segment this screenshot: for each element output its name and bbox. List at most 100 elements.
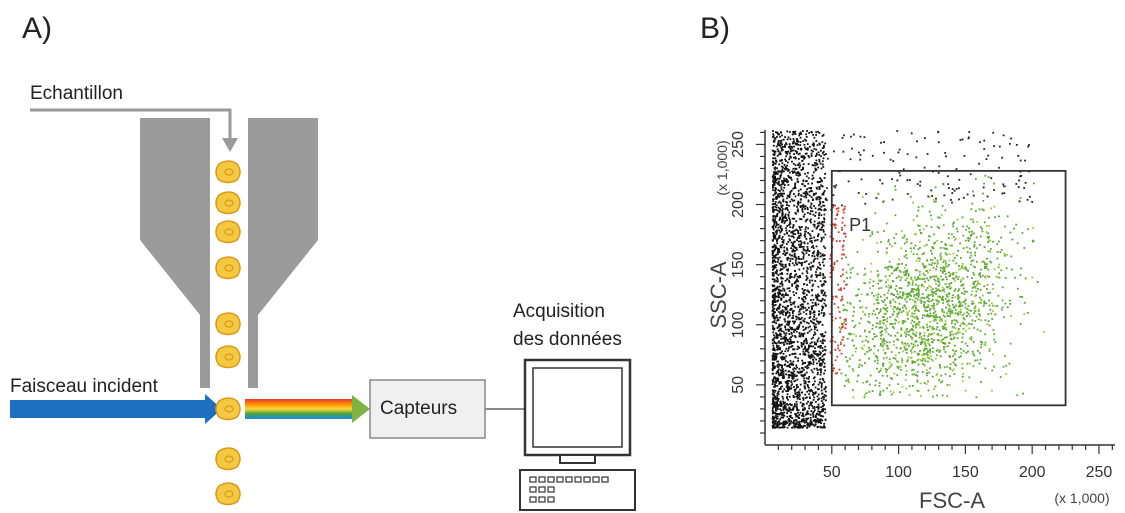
data-point — [799, 423, 801, 426]
data-point — [858, 151, 860, 154]
data-point — [936, 288, 939, 291]
data-point — [775, 224, 778, 226]
data-point — [903, 255, 906, 258]
data-point — [783, 288, 786, 291]
data-point — [993, 313, 996, 316]
data-point — [791, 172, 794, 174]
data-point — [887, 268, 890, 271]
data-point — [921, 338, 923, 340]
data-point — [890, 351, 893, 353]
data-point — [906, 292, 908, 295]
data-point — [779, 140, 782, 142]
data-point — [930, 264, 933, 266]
data-point — [820, 180, 822, 183]
data-point — [789, 407, 791, 410]
data-point — [895, 277, 898, 279]
data-point — [802, 215, 805, 218]
data-point — [930, 326, 933, 329]
data-point — [873, 345, 876, 347]
data-point — [896, 315, 899, 318]
data-point — [774, 296, 777, 299]
data-point — [771, 249, 774, 252]
data-point — [809, 403, 812, 406]
data-point — [803, 421, 806, 424]
data-point — [881, 339, 884, 342]
data-point — [940, 334, 943, 337]
data-point — [910, 295, 912, 297]
data-point — [815, 198, 818, 201]
data-point — [821, 141, 824, 144]
data-point — [824, 281, 827, 284]
data-point — [790, 241, 793, 244]
data-point — [809, 205, 812, 208]
data-point — [772, 232, 775, 235]
data-point — [925, 289, 928, 292]
data-point — [976, 328, 979, 331]
data-point — [786, 422, 789, 424]
data-point — [961, 336, 964, 339]
data-point — [786, 231, 788, 234]
data-point — [925, 270, 928, 273]
data-point — [827, 157, 829, 160]
data-point — [918, 321, 921, 324]
data-point — [979, 315, 981, 317]
data-point — [817, 303, 820, 306]
data-point — [815, 273, 817, 276]
data-point — [804, 328, 807, 330]
data-point — [916, 253, 919, 256]
data-point — [789, 138, 792, 141]
data-point — [911, 287, 914, 290]
data-point — [916, 298, 919, 301]
data-point — [881, 341, 884, 344]
data-point — [815, 131, 818, 134]
data-point — [879, 295, 882, 298]
data-point — [972, 232, 975, 235]
data-point — [822, 379, 825, 381]
data-point — [813, 225, 816, 228]
data-point — [816, 362, 818, 365]
data-point — [980, 343, 983, 346]
data-point — [832, 206, 834, 209]
data-point — [805, 348, 808, 351]
data-point — [796, 275, 799, 278]
data-point — [806, 331, 809, 334]
data-point — [1026, 198, 1029, 201]
data-point — [871, 313, 874, 315]
data-point — [811, 284, 814, 287]
data-point — [811, 241, 813, 244]
data-point — [847, 180, 850, 183]
data-point — [781, 374, 783, 377]
data-point — [921, 359, 924, 362]
data-point — [946, 295, 949, 298]
data-point — [796, 391, 799, 394]
data-point — [818, 195, 821, 198]
data-point — [787, 294, 789, 297]
data-point — [772, 377, 775, 380]
data-point — [844, 374, 847, 377]
data-point — [835, 296, 838, 298]
data-point — [918, 224, 921, 227]
data-point — [922, 305, 925, 308]
data-point — [938, 283, 941, 286]
data-point — [915, 331, 918, 334]
data-point — [925, 315, 928, 318]
data-point — [773, 367, 776, 370]
data-point — [797, 153, 800, 156]
data-point — [941, 204, 944, 207]
data-point — [784, 357, 786, 360]
data-point — [801, 367, 803, 369]
data-point — [926, 287, 929, 289]
data-point — [943, 326, 945, 329]
data-point — [906, 314, 909, 317]
data-point — [779, 231, 782, 234]
data-point — [782, 313, 785, 316]
data-point — [794, 305, 797, 308]
data-point — [921, 263, 924, 266]
data-point — [941, 308, 944, 311]
data-point — [817, 407, 820, 410]
data-point — [812, 321, 815, 324]
data-point — [782, 166, 784, 169]
data-point — [810, 149, 813, 152]
data-point — [862, 347, 864, 350]
data-point — [823, 365, 826, 368]
